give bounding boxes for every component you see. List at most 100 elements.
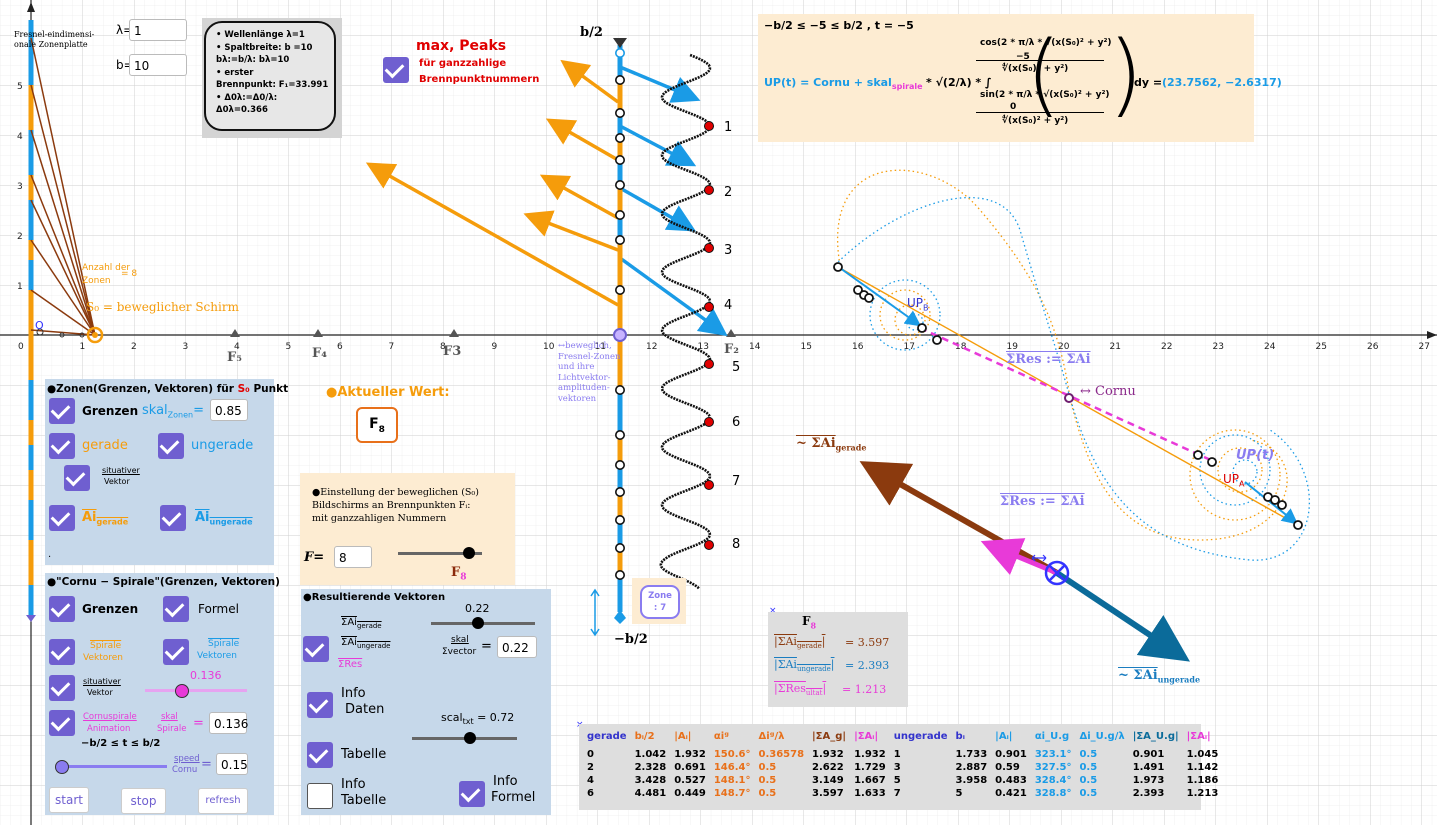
table-cell: 3.149 xyxy=(812,775,844,786)
table-cell: 2.328 xyxy=(634,762,667,773)
zonen-gerade-checkbox[interactable] xyxy=(49,433,75,459)
peak-number-label: 2 xyxy=(724,185,733,200)
sum-origin-handle[interactable] xyxy=(1044,560,1070,586)
table-cell: 146.4° xyxy=(713,762,751,773)
cornu-situativ-checkbox[interactable] xyxy=(49,675,75,701)
focal-marker-f3[interactable] xyxy=(449,329,459,337)
cornu-animation-checkbox[interactable] xyxy=(49,710,75,736)
sum-ungerade-label: ~ ΣAiungerade xyxy=(1118,668,1201,685)
cornu-slider-track[interactable] xyxy=(145,689,247,692)
result-checkbox[interactable] xyxy=(303,636,329,662)
table-cell: 1.633 xyxy=(854,788,886,799)
formula-fracline-2 xyxy=(976,112,1104,113)
cornu-spirale-u-1: Spirale xyxy=(208,639,240,649)
result-slider2-knob[interactable] xyxy=(463,732,476,744)
origin-point[interactable] xyxy=(36,328,44,336)
y-tick-label: 1 xyxy=(17,282,23,292)
result-skal-1: skal xyxy=(451,635,469,645)
cornu-skal-input[interactable]: 0.136 xyxy=(209,712,248,734)
table-header-cell: Δiᵍ/λ xyxy=(758,731,785,742)
cornu-spirale-u-checkbox[interactable] xyxy=(163,639,189,665)
cornu-slider-knob[interactable] xyxy=(174,684,189,698)
setting-line-1: ●Einstellung der beweglichen (S₀) xyxy=(312,487,479,498)
focal-marker-f5[interactable] xyxy=(230,329,240,337)
zonen-ai-ungerade-checkbox[interactable] xyxy=(160,505,186,531)
zonen-ungerade-checkbox[interactable] xyxy=(158,433,184,459)
zonen-title-end: Punkt xyxy=(253,383,289,395)
table-cell: 0.5 xyxy=(758,775,777,786)
y-tick-label: 5 xyxy=(17,82,23,92)
formula-paren-right: ) xyxy=(1108,22,1144,127)
cornu-speed-track[interactable] xyxy=(61,765,167,768)
x-tick-label: 5 xyxy=(286,342,292,352)
zonen-skal-input[interactable]: 0.85 xyxy=(210,399,248,421)
move-handle-icon[interactable] xyxy=(590,588,600,637)
start-button[interactable]: start xyxy=(49,787,89,813)
setting-f-input[interactable]: 8 xyxy=(334,546,372,568)
b-input[interactable]: 10 xyxy=(129,54,187,76)
zonen-ai-gerade-checkbox[interactable] xyxy=(49,505,75,531)
table-cell: 4.481 xyxy=(634,788,667,799)
screen-label: S₀ = beweglicher Schirm xyxy=(86,300,239,314)
tabelle-checkbox[interactable] xyxy=(307,742,333,768)
focal-marker-f2[interactable] xyxy=(726,329,736,337)
focal-label-f5: F₅ xyxy=(227,350,242,365)
x-tick-label: 16 xyxy=(852,342,864,352)
table-cell: 0.483 xyxy=(995,775,1027,786)
result-slider1-knob[interactable] xyxy=(471,617,484,629)
peak-number-label: 8 xyxy=(732,537,741,552)
zonen-skal-label: skalZonen= xyxy=(142,403,204,420)
cornu-situativ-2: Vektor xyxy=(87,688,113,697)
info-daten-checkbox[interactable] xyxy=(307,692,333,718)
plate-center-point[interactable] xyxy=(613,328,627,342)
cornu-anim-2: Animation xyxy=(87,724,131,734)
table-cell: 150.6° xyxy=(713,749,751,760)
x-tick-label: 2 xyxy=(131,342,137,352)
sum-gerade-label-sub: gerade xyxy=(835,442,867,453)
stop-button[interactable]: stop xyxy=(121,788,166,814)
focal-marker-f4[interactable] xyxy=(313,329,323,337)
zone-boundary-point xyxy=(614,108,625,119)
cornu-speed-input[interactable]: 0.15 xyxy=(216,753,248,775)
cornu-speed-knob[interactable] xyxy=(55,760,69,774)
zonen-grenzen-checkbox[interactable] xyxy=(49,398,75,424)
info-line-3: bλ:=b/λ: bλ=10 xyxy=(216,55,290,65)
cornu-center-point[interactable] xyxy=(1064,393,1074,403)
y-axis-arrow-icon xyxy=(27,2,35,12)
x-tick-label: 22 xyxy=(1161,342,1172,352)
info-tabelle-checkbox[interactable] xyxy=(307,783,333,809)
table-cell: 1.729 xyxy=(854,762,886,773)
drag-arrow-icon xyxy=(1031,554,1047,562)
screen-point-s0[interactable] xyxy=(86,326,104,344)
x-tick-label: 27 xyxy=(1419,342,1430,352)
peak-point xyxy=(704,185,714,195)
zone-boundary-point xyxy=(614,459,625,470)
refresh-button[interactable]: refresh xyxy=(198,788,248,814)
info-line-4: • erster xyxy=(216,67,254,78)
zone-boundary-point xyxy=(614,180,625,191)
result-skal-input[interactable]: 0.22 xyxy=(497,636,537,658)
up-b-sub: B xyxy=(923,303,929,313)
setting-slider-track[interactable] xyxy=(398,552,482,555)
info-formel-checkbox[interactable] xyxy=(459,781,485,807)
lambda-input[interactable]: 1 xyxy=(129,19,187,41)
table-cell: 0.901 xyxy=(1132,749,1165,760)
current-value-box: F8 xyxy=(356,407,398,443)
intensity-curve xyxy=(659,53,712,590)
zone-badge-1: Zone xyxy=(648,591,672,601)
cornu-grenzen-checkbox[interactable] xyxy=(49,596,75,622)
formula-upper: −5 xyxy=(1016,52,1030,62)
max-peaks-checkbox[interactable] xyxy=(383,57,409,83)
plate-note: ↔beweglich, Fresnel-Zonen und ihre Licht… xyxy=(558,341,620,404)
zone-boundary-point xyxy=(614,47,625,58)
cornu-formel-checkbox[interactable] xyxy=(163,596,189,622)
f8-close-icon[interactable]: × xyxy=(769,606,777,616)
setting-slider-knob[interactable] xyxy=(463,547,476,559)
peak-number-label: 7 xyxy=(732,474,741,489)
x-tick-label: 12 xyxy=(646,342,657,352)
zonen-situativ-checkbox[interactable] xyxy=(64,465,90,491)
cornu-spirale-g-checkbox[interactable] xyxy=(49,639,75,665)
